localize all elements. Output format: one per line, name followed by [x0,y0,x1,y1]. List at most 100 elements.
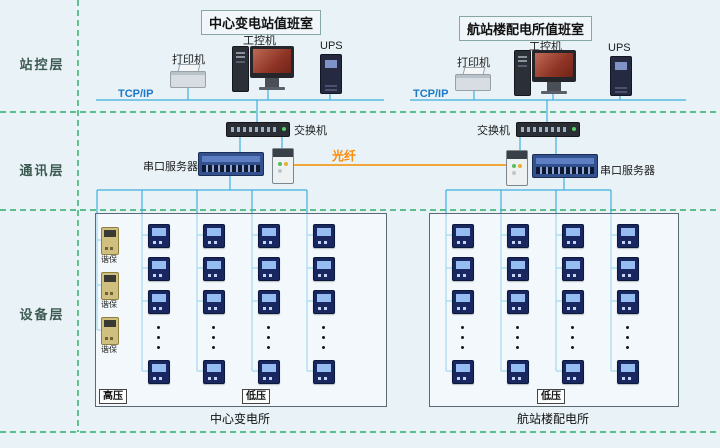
right-ups-icon [610,56,632,96]
meter-icon [617,224,639,248]
left-printer-icon [170,64,206,88]
meter-icon [148,257,170,281]
harmonic-device-icon [101,227,119,255]
right-pc-tower-icon [514,50,531,96]
left-printer-label: 打印机 [172,54,205,66]
left-switch-label: 交换机 [294,125,327,137]
ellipsis-dot [322,346,325,349]
ellipsis-dot [157,336,160,339]
right-printer-icon [455,67,491,91]
ellipsis-dot [267,346,270,349]
left-pc-tower-icon [232,46,249,92]
ellipsis-dot [516,326,519,329]
ellipsis-dot [626,336,629,339]
meter-icon [258,360,280,384]
layer-divider-lines [0,0,720,433]
meter-icon [562,290,584,314]
left-fiber-converter-icon [272,148,294,184]
right-ups-label: UPS [608,42,631,54]
right-serial-server-label: 串口服务器 [600,165,655,177]
meter-icon [507,290,529,314]
ellipsis-dot [626,346,629,349]
left-ups-label: UPS [320,40,343,52]
harmonic-device-label: 谐保 [101,300,117,309]
harmonic-device-label: 谐保 [101,255,117,264]
meter-icon [313,224,335,248]
ellipsis-dot [571,326,574,329]
meter-icon [507,360,529,384]
right-tcpip-label: TCP/IP [413,88,449,100]
meter-icon [313,257,335,281]
ellipsis-dot [322,336,325,339]
ellipsis-dot [212,326,215,329]
meter-icon [452,224,474,248]
meter-icon [148,290,170,314]
left-serial-server-label: 串口服务器 [143,161,198,173]
fiber-label: 光纤 [332,149,357,163]
meter-icon [617,257,639,281]
right-switch-label: 交换机 [477,125,510,137]
ellipsis-dot [267,336,270,339]
left-ups-icon [320,54,342,94]
left-tcpip-label: TCP/IP [118,88,154,100]
meter-icon [562,224,584,248]
ellipsis-dot [516,346,519,349]
left-box-caption: 中心变电所 [209,412,270,426]
ellipsis-dot [571,346,574,349]
right-pc-monitor-icon [532,50,576,91]
ellipsis-dot [157,346,160,349]
ellipsis-dot [571,336,574,339]
ellipsis-dot [626,326,629,329]
right-printer-label: 打印机 [457,57,490,69]
meter-icon [258,224,280,248]
meter-icon [203,360,225,384]
meter-icon [203,257,225,281]
left-pc-monitor-icon [250,46,294,87]
left-box-hv-tag: 高压 [99,389,127,404]
meter-icon [203,290,225,314]
meter-icon [562,360,584,384]
ellipsis-dot [267,326,270,329]
meter-icon [313,360,335,384]
right-serial-server-icon [532,154,598,178]
left-pc-monitor-base [259,87,285,90]
meter-icon [258,290,280,314]
left-substation-box [95,213,387,407]
meter-icon [507,257,529,281]
ellipsis-dot [212,346,215,349]
ellipsis-dot [461,336,464,339]
meter-icon [148,360,170,384]
left-serial-server-icon [198,152,264,176]
meter-icon [258,257,280,281]
ellipsis-dot [461,346,464,349]
right-switch-icon [516,122,580,137]
meter-icon [507,224,529,248]
left-pc-label: 工控机 [243,35,276,47]
ellipsis-dot [157,326,160,329]
right-box-lv-tag: 低压 [537,389,565,404]
meter-icon [313,290,335,314]
right-box-caption: 航站楼配电所 [516,412,589,426]
layer-label-communication: 通讯层 [19,163,65,178]
left-room-title: 中心变电站值班室 [201,10,322,35]
ellipsis-dot [461,326,464,329]
left-switch-icon [226,122,290,137]
harmonic-device-icon [101,272,119,300]
layer-label-station-control: 站控层 [19,57,65,72]
ellipsis-dot [322,326,325,329]
right-room-title: 航站楼配电所值班室 [459,16,593,41]
harmonic-device-icon [101,317,119,345]
meter-icon [617,290,639,314]
meter-icon [148,224,170,248]
meter-icon [562,257,584,281]
right-pc-monitor-base [541,91,567,94]
meter-icon [452,360,474,384]
left-box-lv-tag: 低压 [242,389,270,404]
meter-icon [452,257,474,281]
layer-label-device: 设备层 [19,307,65,322]
ellipsis-dot [212,336,215,339]
right-fiber-converter-icon [506,150,528,186]
meter-icon [452,290,474,314]
meter-icon [203,224,225,248]
